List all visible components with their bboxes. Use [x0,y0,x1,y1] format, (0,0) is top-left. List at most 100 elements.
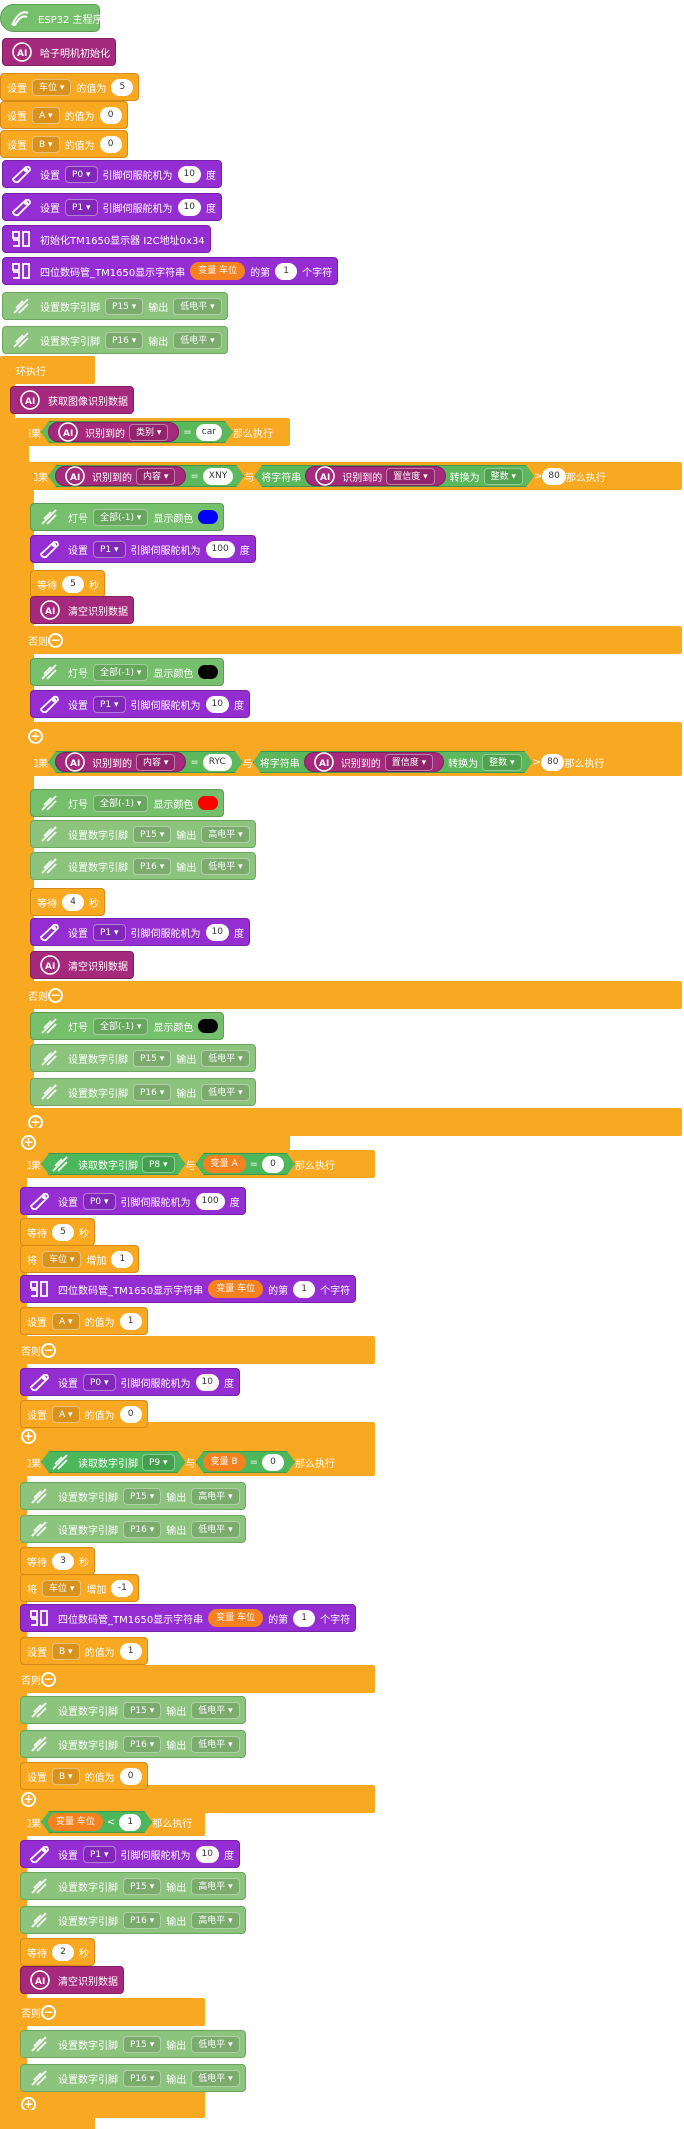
variable-pill[interactable]: 变量 车位 [190,262,246,280]
dropdown[interactable]: P9 [142,1454,175,1471]
digital-pin-block[interactable]: 设置数字引脚P16输出低电平 [20,1730,246,1758]
number-input[interactable]: 0 [99,135,122,153]
dropdown[interactable]: P1 [93,923,126,941]
number-input[interactable]: 0 [119,1405,142,1423]
number-input[interactable]: 3 [52,1552,74,1570]
dropdown[interactable]: P1 [93,695,126,713]
number-input[interactable]: 1 [111,1250,134,1268]
dropdown[interactable]: 高电平 [191,1487,240,1505]
set-variable-block[interactable]: 设置B的值为0 [0,130,128,158]
color-swatch[interactable] [198,665,219,679]
number-input[interactable]: 100 [195,1192,225,1210]
dropdown[interactable]: A [32,106,60,124]
variable-pill[interactable]: 变量 车位 [48,1813,103,1831]
variable-pill[interactable]: 变量 B [203,1453,246,1471]
remove-branch-icon[interactable]: − [41,2004,56,2020]
dropdown[interactable]: P16 [123,1520,162,1538]
dropdown[interactable]: 全部(-1) [93,508,149,526]
esp32-main-hat[interactable]: ESP32 主程序 [0,4,103,32]
servo-block[interactable]: 设置P1引脚伺服舵机为10度 [30,690,250,718]
dropdown[interactable]: P0 [65,165,98,183]
dropdown[interactable]: P16 [123,1911,162,1929]
digital-pin-block[interactable]: 设置数字引脚P15输出低电平 [30,1044,256,1072]
number-input[interactable]: 100 [205,540,235,558]
dropdown[interactable]: 低电平 [191,1735,240,1753]
dropdown[interactable]: P15 [123,1487,162,1505]
dropdown[interactable]: P1 [93,540,126,558]
increment-block[interactable]: 将车位增加-1 [20,1574,140,1602]
number-input[interactable]: 1 [119,1642,142,1660]
number-input[interactable]: 2 [52,1943,74,1961]
dropdown[interactable]: P15 [123,1701,162,1719]
dropdown[interactable]: 全部(-1) [93,663,149,681]
set-variable-block[interactable]: 设置B的值为1 [20,1637,148,1665]
number-input[interactable]: 0 [262,1454,284,1471]
string-input[interactable]: RYC [203,754,232,771]
dropdown[interactable]: P16 [133,1083,172,1101]
dropdown[interactable]: 低电平 [191,1520,240,1538]
dropdown[interactable]: 车位 [32,78,72,96]
servo-block[interactable]: 设置P1引脚伺服舵机为10度 [2,193,222,221]
dropdown[interactable]: 车位 [42,1250,82,1268]
dropdown[interactable]: 整数 [484,468,523,485]
dropdown[interactable]: 低电平 [173,331,222,349]
dropdown[interactable]: 内容 [136,468,175,485]
dropdown[interactable]: P0 [83,1192,116,1210]
dropdown[interactable]: 整数 [482,754,521,771]
add-branch-icon[interactable]: + [21,1791,36,1807]
number-input[interactable]: 5 [52,1223,74,1241]
number-input[interactable]: 0 [262,1156,284,1173]
dropdown[interactable]: B [52,1767,80,1785]
digital-pin-block[interactable]: 设置数字引脚P16输出低电平 [30,1078,256,1106]
dropdown[interactable]: B [52,1642,80,1660]
set-variable-block[interactable]: 设置A的值为1 [20,1307,148,1335]
remove-branch-icon[interactable]: − [41,1671,56,1687]
string-input[interactable]: XNY [203,468,233,485]
number-input[interactable]: -1 [111,1579,134,1597]
number-input[interactable]: 1 [275,262,298,280]
digital-pin-block[interactable]: 设置数字引脚P16输出低电平 [20,1515,246,1543]
variable-pill[interactable]: 变量 A [203,1155,246,1173]
add-branch-icon[interactable]: + [28,728,43,744]
digital-pin-block[interactable]: 设置数字引脚P15输出低电平 [20,1696,246,1724]
dropdown[interactable]: 低电平 [201,1083,250,1101]
digital-pin-block[interactable]: 设置数字引脚P15输出高电平 [30,820,256,848]
remove-branch-icon[interactable]: − [48,987,63,1003]
dropdown[interactable]: 低电平 [201,857,250,875]
dropdown[interactable]: 高电平 [191,1911,240,1929]
color-swatch[interactable] [198,796,219,810]
dropdown[interactable]: B [32,135,60,153]
digital-pin-block[interactable]: 设置数字引脚P16输出高电平 [20,1906,246,1934]
digital-pin-block[interactable]: 设置数字引脚P15输出低电平 [2,292,228,320]
servo-block[interactable]: 设置P0引脚伺服舵机为10度 [20,1368,240,1396]
dropdown[interactable]: 全部(-1) [93,794,149,812]
remove-branch-icon[interactable]: − [48,632,63,648]
servo-block[interactable]: 设置P0引脚伺服舵机为100度 [20,1187,246,1215]
servo-block[interactable]: 设置P1引脚伺服舵机为10度 [20,1840,240,1868]
number-input[interactable]: 10 [205,695,229,713]
number-input[interactable]: 1 [119,1814,141,1831]
variable-pill[interactable]: 变量 车位 [208,1280,264,1298]
servo-block[interactable]: 设置P0引脚伺服舵机为10度 [2,160,222,188]
digital-pin-block[interactable]: 设置数字引脚P16输出低电平 [20,2064,246,2092]
dropdown[interactable]: 置信度 [386,468,434,485]
dropdown[interactable]: P15 [123,1877,162,1895]
dropdown[interactable]: P16 [123,1735,162,1753]
number-input[interactable]: 0 [119,1767,142,1785]
number-input[interactable]: 0 [99,106,122,124]
dropdown[interactable]: 低电平 [173,297,222,315]
